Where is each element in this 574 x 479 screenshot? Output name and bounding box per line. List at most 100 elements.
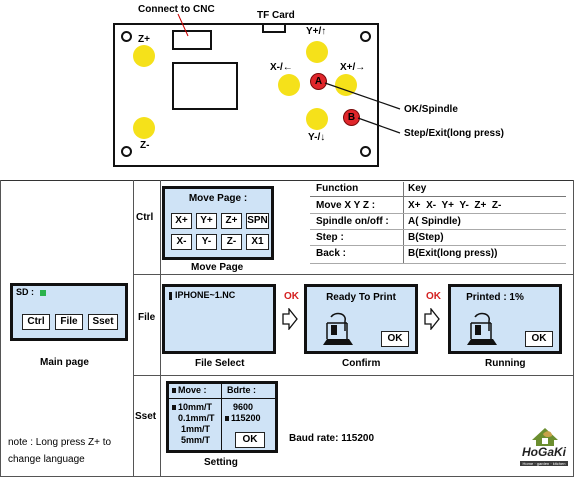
- x-minus-label: X-/←: [270, 62, 293, 73]
- file-select-caption: File Select: [195, 358, 245, 369]
- grid-left-col-line: [133, 180, 134, 476]
- function-table: Function Key Move X Y Z : X+ X- Y+ Y- Z+…: [310, 182, 566, 266]
- note-line-2: change language: [8, 454, 85, 465]
- z-plus-button[interactable]: [133, 45, 155, 67]
- mount-hole-br: [360, 146, 371, 157]
- x-minus-button[interactable]: [278, 74, 300, 96]
- cnc-connector: [172, 30, 212, 50]
- ft-row3-key: B(Exit(long press)): [408, 248, 498, 259]
- row-label-sset: Sset: [135, 411, 157, 422]
- move-page-title: Move Page :: [188, 193, 248, 204]
- running-title: Printed : 1%: [466, 292, 524, 303]
- setting-col-divider: [221, 384, 222, 450]
- ft-row1-key: A( Spindle): [408, 216, 461, 227]
- hogaki-logo: HoGaKi Home · garden · kitchen: [520, 424, 570, 472]
- leader-connect: [177, 13, 189, 37]
- tf-card-label: TF Card: [257, 10, 295, 21]
- running-screen: Printed : 1% OK: [448, 284, 562, 354]
- y-plus-button[interactable]: [306, 41, 328, 63]
- ft-row-line-1: [310, 213, 566, 214]
- house-leaf-logo-icon: [532, 428, 558, 446]
- main-file-button[interactable]: File: [55, 314, 83, 330]
- baud-option-9600[interactable]: 9600: [233, 402, 254, 412]
- note-line-1: note : Long press Z+ to: [8, 437, 112, 448]
- confirm-title: Ready To Print: [326, 292, 396, 303]
- move-option-1[interactable]: 1mm/T: [181, 424, 211, 434]
- ft-row-line-3: [310, 245, 566, 246]
- grid-label-col-line: [160, 180, 161, 476]
- b-step-button[interactable]: B: [343, 109, 360, 126]
- sd-label: SD :: [16, 287, 34, 297]
- leader-a: [324, 82, 401, 110]
- key-x1[interactable]: X1: [246, 234, 269, 250]
- key-spn[interactable]: SPN: [246, 213, 269, 229]
- running-machine-icon: [467, 312, 497, 345]
- move-option-01[interactable]: 0.1mm/T: [178, 413, 215, 423]
- ft-row1-function: Spindle on/off :: [316, 216, 389, 227]
- move-page-screen: Move Page : X+ Y+ Z+ SPN X- Y- Z- X1: [162, 186, 274, 260]
- ft-row-line-2: [310, 229, 566, 230]
- ft-row0-key: X+ X- Y+ Y- Z+ Z-: [408, 200, 502, 211]
- ft-header-function: Function: [316, 183, 359, 194]
- sd-status-indicator: [40, 290, 46, 296]
- key-y-minus[interactable]: Y-: [196, 234, 217, 250]
- key-z-plus[interactable]: Z+: [221, 213, 242, 229]
- key-x-minus[interactable]: X-: [171, 234, 192, 250]
- row-label-ctrl: Ctrl: [136, 212, 154, 223]
- main-sset-button[interactable]: Sset: [88, 314, 118, 330]
- x-plus-label: X+/→: [340, 62, 366, 73]
- file-name[interactable]: IPHONE~1.NC: [175, 290, 236, 300]
- grid-left-line: [0, 180, 1, 476]
- arrow-to-running-icon: [424, 308, 440, 330]
- ft-col-divider: [403, 182, 404, 264]
- y-plus-label: Y+/↑: [306, 26, 327, 37]
- board-outline: [113, 23, 379, 167]
- setting-ok-button[interactable]: OK: [235, 432, 265, 448]
- running-ok-button[interactable]: OK: [525, 331, 553, 347]
- a-spindle-button[interactable]: A: [310, 73, 327, 90]
- grid-row-line-1: [133, 274, 574, 275]
- baud-option-marker: [225, 416, 229, 421]
- baud-rate-note: Baud rate: 115200: [289, 433, 375, 444]
- grid-row-line-2: [133, 375, 574, 376]
- arrow-to-confirm-icon: [282, 308, 298, 330]
- ft-header-key: Key: [408, 183, 427, 194]
- key-z-minus[interactable]: Z-: [221, 234, 242, 250]
- baud-option-115200[interactable]: 115200: [231, 413, 261, 423]
- x-plus-button[interactable]: [335, 74, 357, 96]
- board-diagram: Connect to CNC TF Card Z+ Z- Y+/↑ Y-/↓ X…: [0, 0, 574, 180]
- key-y-plus[interactable]: Y+: [196, 213, 217, 229]
- y-minus-button[interactable]: [306, 108, 328, 130]
- board-leader-lines: [177, 13, 401, 134]
- ft-row2-function: Step :: [316, 232, 344, 243]
- confirm-caption: Confirm: [342, 358, 381, 369]
- move-option-5[interactable]: 5mm/T: [181, 435, 211, 445]
- z-minus-button[interactable]: [133, 117, 155, 139]
- move-option-marker: [172, 405, 176, 410]
- z-minus-label: Z-: [140, 140, 150, 151]
- ft-row0-function: Move X Y Z :: [316, 200, 376, 211]
- tf-card-slot: [262, 23, 286, 33]
- confirm-ok-button[interactable]: OK: [381, 331, 409, 347]
- bdrate-header: Bdrte :: [227, 385, 256, 395]
- main-page-caption: Main page: [40, 357, 89, 368]
- logo-tagline: Home · garden · kitchen: [520, 461, 568, 466]
- move-header: Move :: [178, 385, 207, 395]
- confirm-screen: Ready To Print OK: [304, 284, 418, 354]
- screen-outline: [172, 62, 238, 110]
- main-ctrl-button[interactable]: Ctrl: [22, 314, 50, 330]
- ok-spindle-label: OK/Spindle: [404, 104, 458, 115]
- leader-b: [357, 117, 401, 134]
- ft-row2-key: B(Step): [408, 232, 444, 243]
- move-option-10[interactable]: 10mm/T: [178, 402, 213, 412]
- step-exit-label: Step/Exit(long press): [404, 128, 505, 139]
- key-x-plus[interactable]: X+: [171, 213, 192, 229]
- setting-screen: Move : Bdrte : 10mm/T 0.1mm/T 1mm/T 5mm/…: [166, 381, 278, 453]
- file-select-screen: IPHONE~1.NC: [162, 284, 276, 354]
- spindle-machine-icon: [323, 312, 353, 345]
- connect-to-cnc-label: Connect to CNC: [138, 4, 215, 15]
- move-header-marker: [172, 388, 176, 393]
- y-minus-label: Y-/↓: [308, 132, 326, 143]
- b-button-label: B: [347, 112, 356, 123]
- setting-header-divider: [169, 398, 275, 399]
